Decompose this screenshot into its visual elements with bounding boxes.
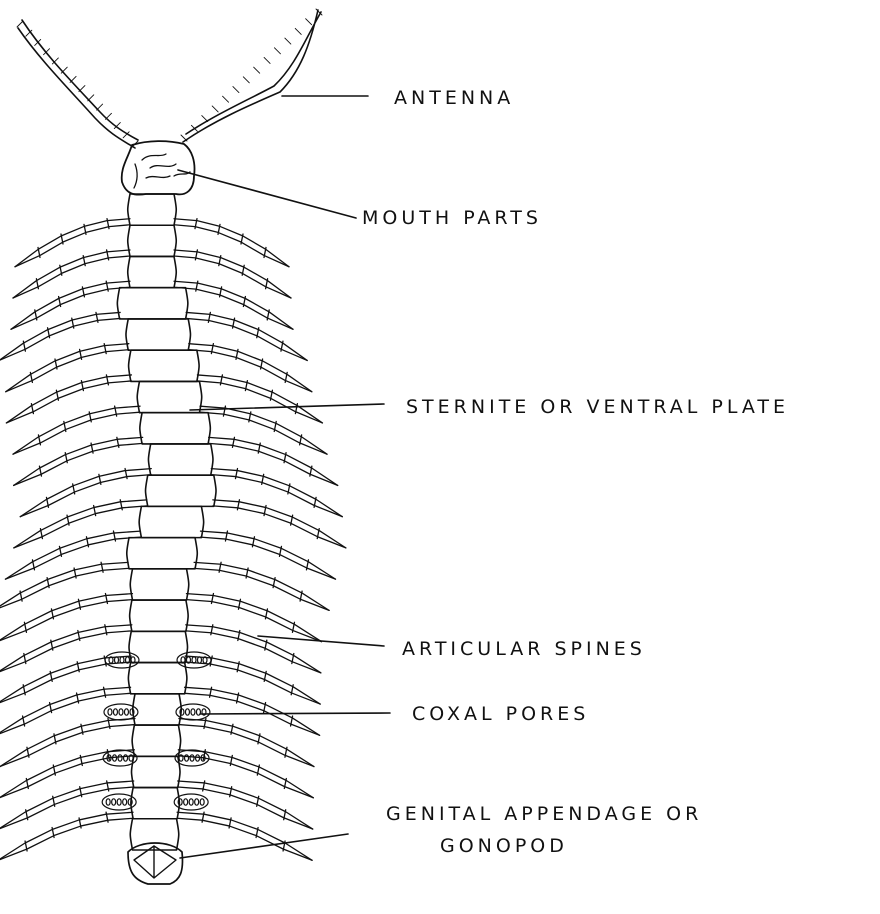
genital-appendage-label-line1: GENITAL APPENDAGE OR [386,803,702,825]
antenna-segment-tick [181,135,187,141]
body-segment [131,788,180,819]
gonopod-leader [180,834,348,858]
body-segment [117,288,188,319]
body-segment [140,413,211,444]
antenna-segment-tick [212,106,218,112]
leg-edge [0,568,128,610]
coxal-pore [117,799,121,805]
coxal-pore [185,755,189,761]
coxal-pore [198,657,202,663]
coxal-pore [130,709,134,715]
antenna-segment-tick [70,76,76,82]
legs [0,219,346,861]
antenna-segment-tick [274,48,280,54]
antenna-segment-tick [105,113,111,119]
body-segment [128,663,187,694]
body-segment [128,256,177,287]
right-antenna [183,10,321,142]
coxal-pore [106,799,110,805]
genital-appendage-label-line2: GONOPOD [440,835,568,857]
body-segment [132,725,181,756]
antenna-segment-tick [233,87,239,93]
antennae [17,9,322,148]
antenna-segment-tick [97,104,103,110]
articular-spines-label: ARTICULAR SPINES [402,638,646,660]
coxal-pore [185,709,189,715]
coxal-pore [124,755,128,761]
coxal-pores-label: COXAL PORES [412,703,589,725]
body-segment [128,225,177,256]
head [122,141,195,195]
head-capsule [122,141,195,195]
antenna-segment-tick [243,77,249,83]
sternite-label: STERNITE OR VENTRAL PLATE [406,396,789,418]
antenna-segment-tick [88,95,94,101]
articular-spines-leader [258,636,384,646]
body-segment [137,381,202,412]
antenna-segment-tick [264,57,270,63]
body-segment [130,600,189,631]
coxal-pore [118,755,122,761]
antenna-segment-tick [295,28,301,34]
coxal-pore [119,709,123,715]
mouth-parts-label: MOUTH PARTS [362,207,542,229]
coxal-pore [113,755,117,761]
coxal-pore [113,709,117,715]
coxal-pore-plate [177,652,211,668]
body-segment [132,756,181,787]
antenna-segment-tick [223,96,229,102]
mouth-parts-leader [178,170,356,218]
body-segment [130,569,189,600]
coxal-pore-plate [105,652,139,668]
coxal-pore [124,709,128,715]
body-segment [133,694,182,725]
antenna-segment-tick [254,67,260,73]
antenna-segment-tick [306,19,312,25]
coxal-pore [190,755,194,761]
coxal-pore [191,709,195,715]
coxal-pore [196,755,200,761]
coxal-pore [178,799,182,805]
coxal-pore [123,799,127,805]
antenna-segment-tick [202,116,208,122]
coxal-pore [184,799,188,805]
coxal-pore [189,799,193,805]
body-segment [126,319,191,350]
body-segment [139,506,204,537]
body-segment [129,350,200,381]
coxal-pore [112,799,116,805]
coxal-pore-plates [102,652,211,810]
antenna-label: ANTENNA [394,87,514,109]
gonopod [128,843,183,884]
antenna-segment-tick [17,21,23,27]
body-segment [128,194,177,225]
coxal-pore [195,799,199,805]
antenna-segment-tick [79,86,85,92]
left-antenna [18,20,138,148]
antenna-segment-tick [285,38,291,44]
leader-lines [178,96,390,858]
body-segment [127,538,197,569]
body-segment [146,475,217,506]
coxal-pores-leader [200,713,390,714]
coxal-pore [108,709,112,715]
body-segment [148,444,213,475]
coxal-pore [200,799,204,805]
